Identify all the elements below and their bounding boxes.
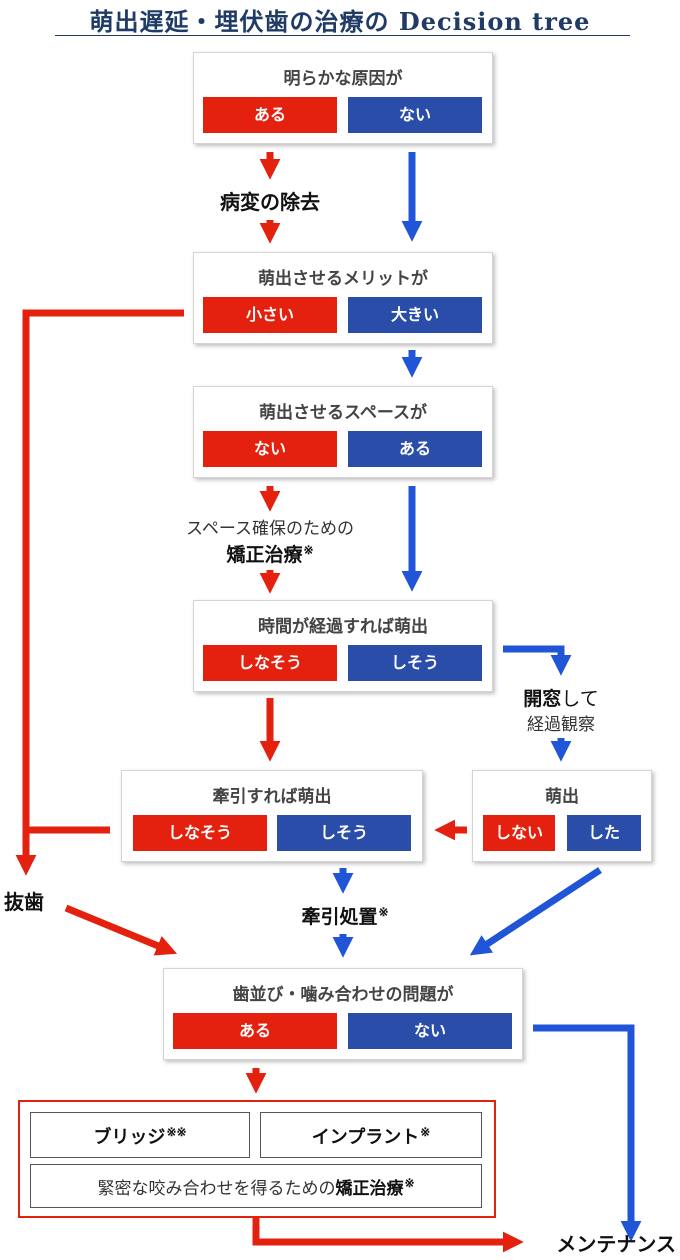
- arrow-red-final: [252, 1218, 524, 1253]
- question-eruption-result: 萌出: [545, 787, 579, 807]
- question-box-merit: 萌出させるメリットが 小さい 大きい: [193, 252, 493, 344]
- label-space-ortho-prefix: スペース確保のための: [186, 519, 354, 539]
- question-space: 萌出させるスペースが: [259, 403, 427, 423]
- title-underline: [55, 35, 630, 36]
- question-box-occlusion: 歯並び・噛み合わせの問題が ある ない: [163, 968, 523, 1060]
- question-box-cause: 明らかな原因が ある ない: [193, 52, 493, 144]
- question-box-spontaneous: 時間が経過すれば萌出 しなそう しそう: [193, 600, 493, 692]
- answer-cause-yes: ある: [203, 97, 337, 133]
- label-maintenance: メンテナンス: [556, 1232, 676, 1256]
- answer-merit-small: 小さい: [203, 297, 337, 333]
- arrow-blue-erupted: [469, 867, 602, 956]
- answer-space-no: ない: [203, 431, 337, 467]
- question-box-eruption-result: 萌出 しない した: [472, 770, 652, 862]
- arrow-red-merit-small: [15, 309, 184, 876]
- question-occlusion: 歯並び・噛み合わせの問題が: [232, 985, 454, 1005]
- question-spontaneous: 時間が経過すれば萌出: [258, 617, 428, 637]
- question-merit: 萌出させるメリットが: [258, 269, 428, 289]
- answer-spontaneous-likely: しそう: [348, 645, 482, 681]
- answer-erupted: した: [567, 815, 641, 851]
- label-space-ortho: 矯正治療※: [226, 542, 314, 566]
- answer-occlusion-yes: ある: [173, 1013, 337, 1049]
- answer-space-yes: ある: [348, 431, 482, 467]
- answer-cause-no: ない: [348, 97, 482, 133]
- diagram-title: 萌出遅延・埋伏歯の治療の Decision tree: [89, 7, 591, 36]
- answer-not-erupted: しない: [483, 815, 555, 851]
- label-lesion-removal: 病変の除去: [220, 190, 320, 214]
- question-traction: 牽引すれば萌出: [212, 787, 332, 807]
- final-treatment-group: ブリッジ※※ インプラント※ 緊密な咬み合わせを得るための矯正治療※: [18, 1100, 496, 1218]
- question-box-space: 萌出させるスペースが ない ある: [193, 386, 493, 478]
- label-open-window: 開窓して: [523, 688, 599, 710]
- arrow-red-extraction: [64, 904, 178, 956]
- option-implant: インプラント※: [260, 1112, 482, 1158]
- arrow-blue-erupt-likely: [503, 645, 572, 676]
- option-orthodontics: 緊密な咬み合わせを得るための矯正治療※: [30, 1164, 482, 1208]
- answer-occlusion-no: ない: [348, 1013, 512, 1049]
- label-extraction: 抜歯: [4, 890, 44, 914]
- answer-traction-likely: しそう: [277, 815, 411, 851]
- label-traction-treatment: 牽引処置※: [301, 904, 389, 928]
- answer-traction-unlikely: しなそう: [133, 815, 267, 851]
- label-observation: 経過観察: [527, 715, 595, 735]
- answer-merit-large: 大きい: [348, 297, 482, 333]
- arrow-blue-problem-no: [533, 1024, 642, 1242]
- question-box-traction: 牽引すれば萌出 しなそう しそう: [121, 770, 423, 862]
- answer-spontaneous-unlikely: しなそう: [203, 645, 337, 681]
- option-bridge: ブリッジ※※: [30, 1112, 250, 1158]
- question-cause: 明らかな原因が: [283, 69, 403, 89]
